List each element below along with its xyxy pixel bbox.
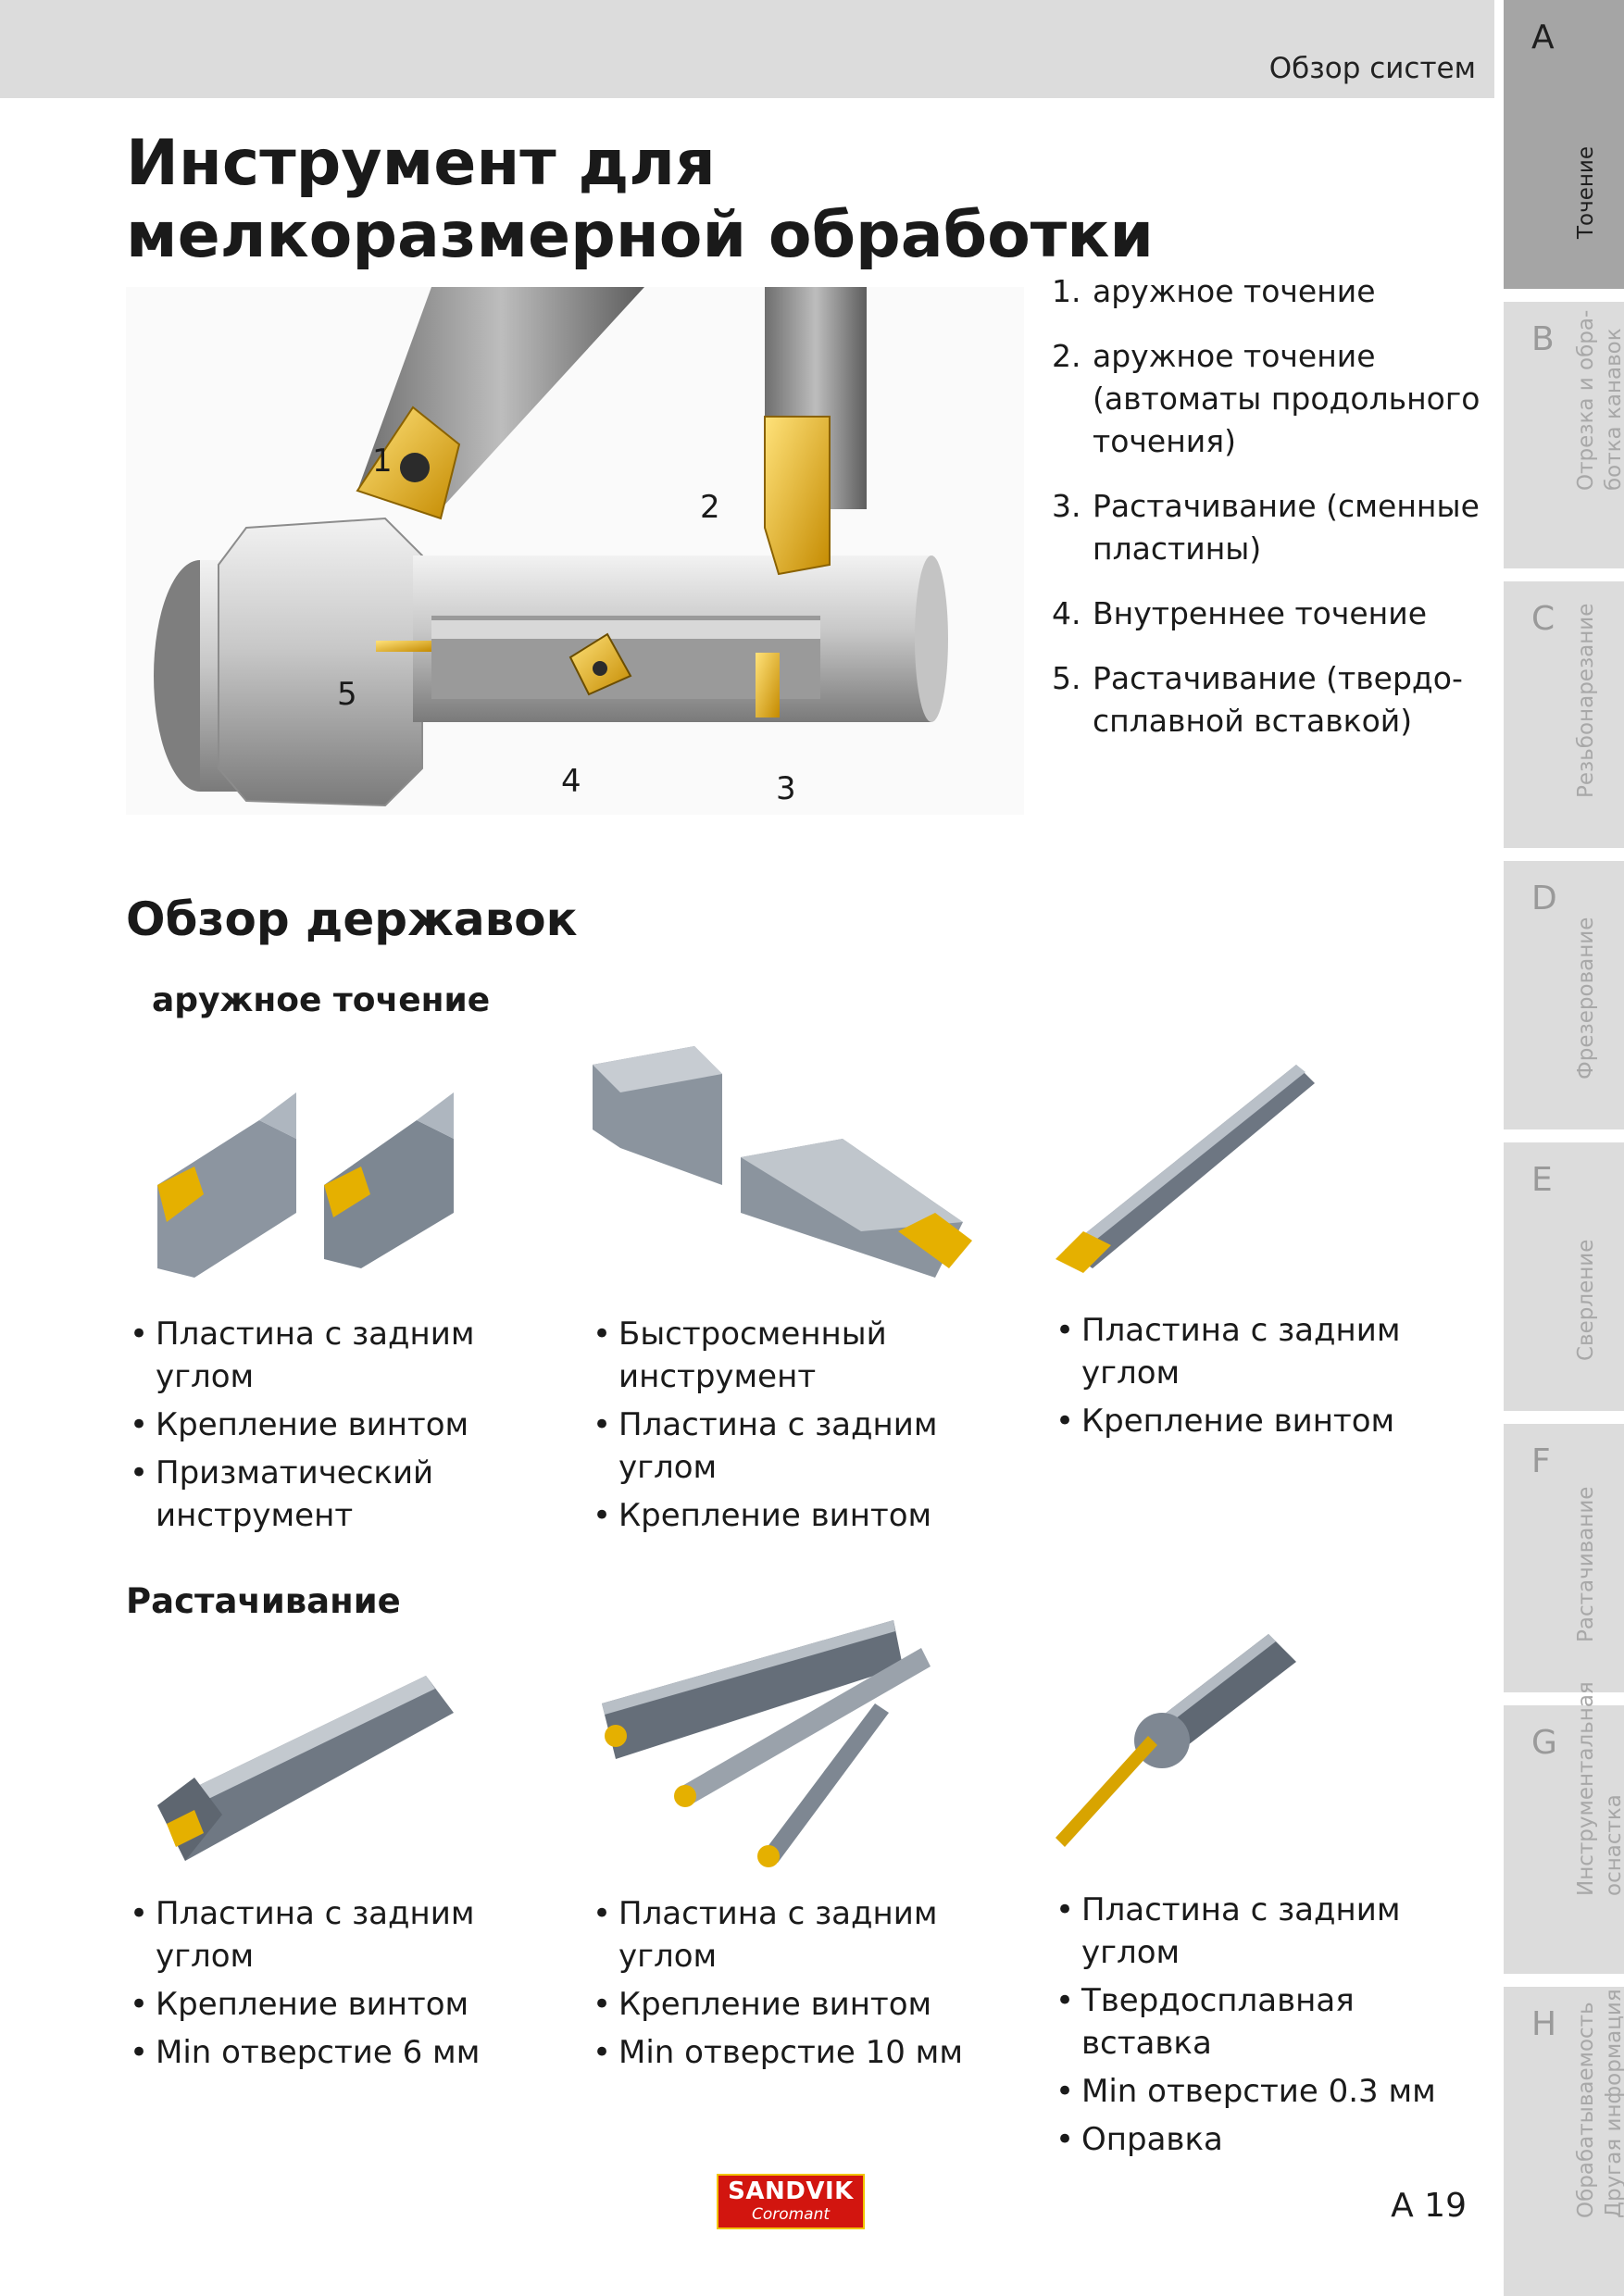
tab-letter: C xyxy=(1531,600,1555,638)
tab-label: Растачивание xyxy=(1574,1486,1598,1642)
callout-3: 3 xyxy=(776,770,796,807)
external-col3-features: Пластина с задним углом Крепление винтом xyxy=(1056,1309,1472,1448)
external-col1-features: Пластина с задним углом Крепление винтом… xyxy=(130,1313,500,1542)
tab-milling[interactable]: D Фрезерование xyxy=(1504,861,1624,1129)
legend-text: аружное точение xyxy=(1093,273,1376,309)
legend-number: 2. xyxy=(1052,338,1081,374)
screw-clamp-tool-image xyxy=(1056,1065,1315,1273)
header-bar xyxy=(0,0,1494,98)
legend-item: 5. Растачивание (твердо-сплавной вставко… xyxy=(1052,657,1487,742)
legend-text: аружное точение (автоматы продольного то… xyxy=(1093,338,1480,459)
chapter-tabs: A Точение B Отрезка и обра- ботка канаво… xyxy=(1504,0,1624,2296)
tab-label: Отрезка и обра- ботка канавок xyxy=(1574,309,1624,491)
feature-item: Крепление винтом xyxy=(593,1494,972,1537)
page-number: A 19 xyxy=(1391,2187,1467,2225)
page-title: Инструмент для мелкоразмерной обработки xyxy=(126,127,1155,272)
legend-item: 3. Растачивание (сменные пластины) xyxy=(1052,485,1487,570)
feature-item: Пластина с задним углом xyxy=(130,1892,518,1978)
tab-parting-grooving[interactable]: B Отрезка и обра- ботка канавок xyxy=(1504,302,1624,568)
tab-label: Инструментальная оснастка xyxy=(1574,1681,1624,1896)
feature-item: Пластина с задним углом xyxy=(593,1404,972,1489)
legend-text: Растачивание (сменные пластины) xyxy=(1093,488,1480,567)
external-col2-features: Быстросменный инструмент Пластина с задн… xyxy=(593,1313,972,1542)
tab-letter: G xyxy=(1531,1724,1557,1762)
feature-item: Крепление винтом xyxy=(593,1983,991,2026)
section-label: Обзор систем xyxy=(1268,52,1476,85)
boring-col2-features: Пластина с задним углом Крепление винтом… xyxy=(593,1892,991,2079)
feature-item: Min отверстие 10 мм xyxy=(593,2031,991,2074)
legend-item: 1. аружное точение xyxy=(1052,270,1487,313)
workpiece-illustration xyxy=(126,287,1024,815)
hero-illustration: 1 2 3 4 5 xyxy=(126,287,1024,815)
callout-5: 5 xyxy=(337,676,357,713)
logo-line2: Coromant xyxy=(751,2205,831,2224)
boring-bar-image xyxy=(157,1676,454,1861)
tab-threading[interactable]: C Резьбонарезание xyxy=(1504,581,1624,848)
holders-heading: Обзор державок xyxy=(126,892,578,946)
legend-text: Внутреннее точение xyxy=(1093,595,1428,631)
tab-letter: D xyxy=(1531,880,1557,917)
tab-tooling-systems[interactable]: G Инструментальная оснастка xyxy=(1504,1681,1624,1974)
callout-2: 2 xyxy=(700,489,720,526)
legend-number: 5. xyxy=(1052,660,1081,696)
tab-label: Сверление xyxy=(1574,1239,1598,1361)
application-legend: 1. аружное точение 2. аружное точение (а… xyxy=(1052,270,1487,765)
feature-item: Пластина с задним углом xyxy=(1056,1889,1481,1974)
legend-number: 3. xyxy=(1052,488,1081,524)
tab-label: Обрабатываемость Другая информация xyxy=(1574,1989,1624,2218)
legend-text: Растачивание (твердо-сплавной вставкой) xyxy=(1093,660,1463,739)
feature-item: Оправка xyxy=(1056,2118,1481,2161)
legend-item: 2. аружное точение (автоматы продольного… xyxy=(1052,335,1487,463)
legend-item: 4. Внутреннее точение xyxy=(1052,593,1487,635)
tab-label: Резьбонарезание xyxy=(1574,603,1598,798)
tab-letter: F xyxy=(1531,1442,1551,1480)
tab-letter: A xyxy=(1531,19,1555,56)
tab-other-information[interactable]: H Обрабатываемость Другая информация xyxy=(1504,1987,1624,2296)
feature-item: Пластина с задним углом xyxy=(1056,1309,1472,1394)
feature-item: Быстросменный инструмент xyxy=(593,1313,972,1398)
tab-boring[interactable]: F Растачивание xyxy=(1504,1424,1624,1692)
tab-label: Фрезерование xyxy=(1574,917,1598,1079)
boring-set-image xyxy=(602,1620,931,1867)
legend-number: 1. xyxy=(1052,273,1081,309)
feature-item: Призматический инструмент xyxy=(130,1452,500,1537)
tab-letter: B xyxy=(1531,320,1555,358)
logo-line1: SANDVIK xyxy=(728,2177,854,2205)
feature-item: Пластина с задним углом xyxy=(130,1313,500,1398)
feature-item: Крепление винтом xyxy=(130,1983,518,2026)
feature-item: Крепление винтом xyxy=(130,1404,500,1446)
tab-label: Точение xyxy=(1574,146,1598,239)
feature-item: Min отверстие 6 мм xyxy=(130,2031,518,2074)
feature-item: Твердосплавная вставка xyxy=(1056,1979,1481,2065)
callout-1: 1 xyxy=(372,443,393,480)
tab-letter: H xyxy=(1531,2005,1557,2043)
legend-number: 4. xyxy=(1052,595,1081,631)
prismatic-tool-image xyxy=(157,1092,454,1278)
tab-turning[interactable]: A Точение xyxy=(1504,0,1624,289)
tab-drilling[interactable]: E Сверление xyxy=(1504,1142,1624,1411)
quick-change-tool-image xyxy=(593,1046,972,1278)
feature-item: Крепление винтом xyxy=(1056,1400,1472,1442)
sandvik-logo: SANDVIK Coromant xyxy=(717,2174,865,2229)
boring-col1-features: Пластина с задним углом Крепление винтом… xyxy=(130,1892,518,2079)
external-turning-heading: аружное точение xyxy=(152,981,491,1019)
boring-heading: Растачивание xyxy=(126,1581,401,1621)
feature-item: Пластина с задним углом xyxy=(593,1892,991,1978)
feature-item: Min отверстие 0.3 мм xyxy=(1056,2070,1481,2113)
carbide-insert-holder-image xyxy=(1056,1634,1296,1847)
boring-col3-features: Пластина с задним углом Твердосплавная в… xyxy=(1056,1889,1481,2166)
callout-4: 4 xyxy=(561,763,581,800)
tab-letter: E xyxy=(1531,1161,1553,1199)
